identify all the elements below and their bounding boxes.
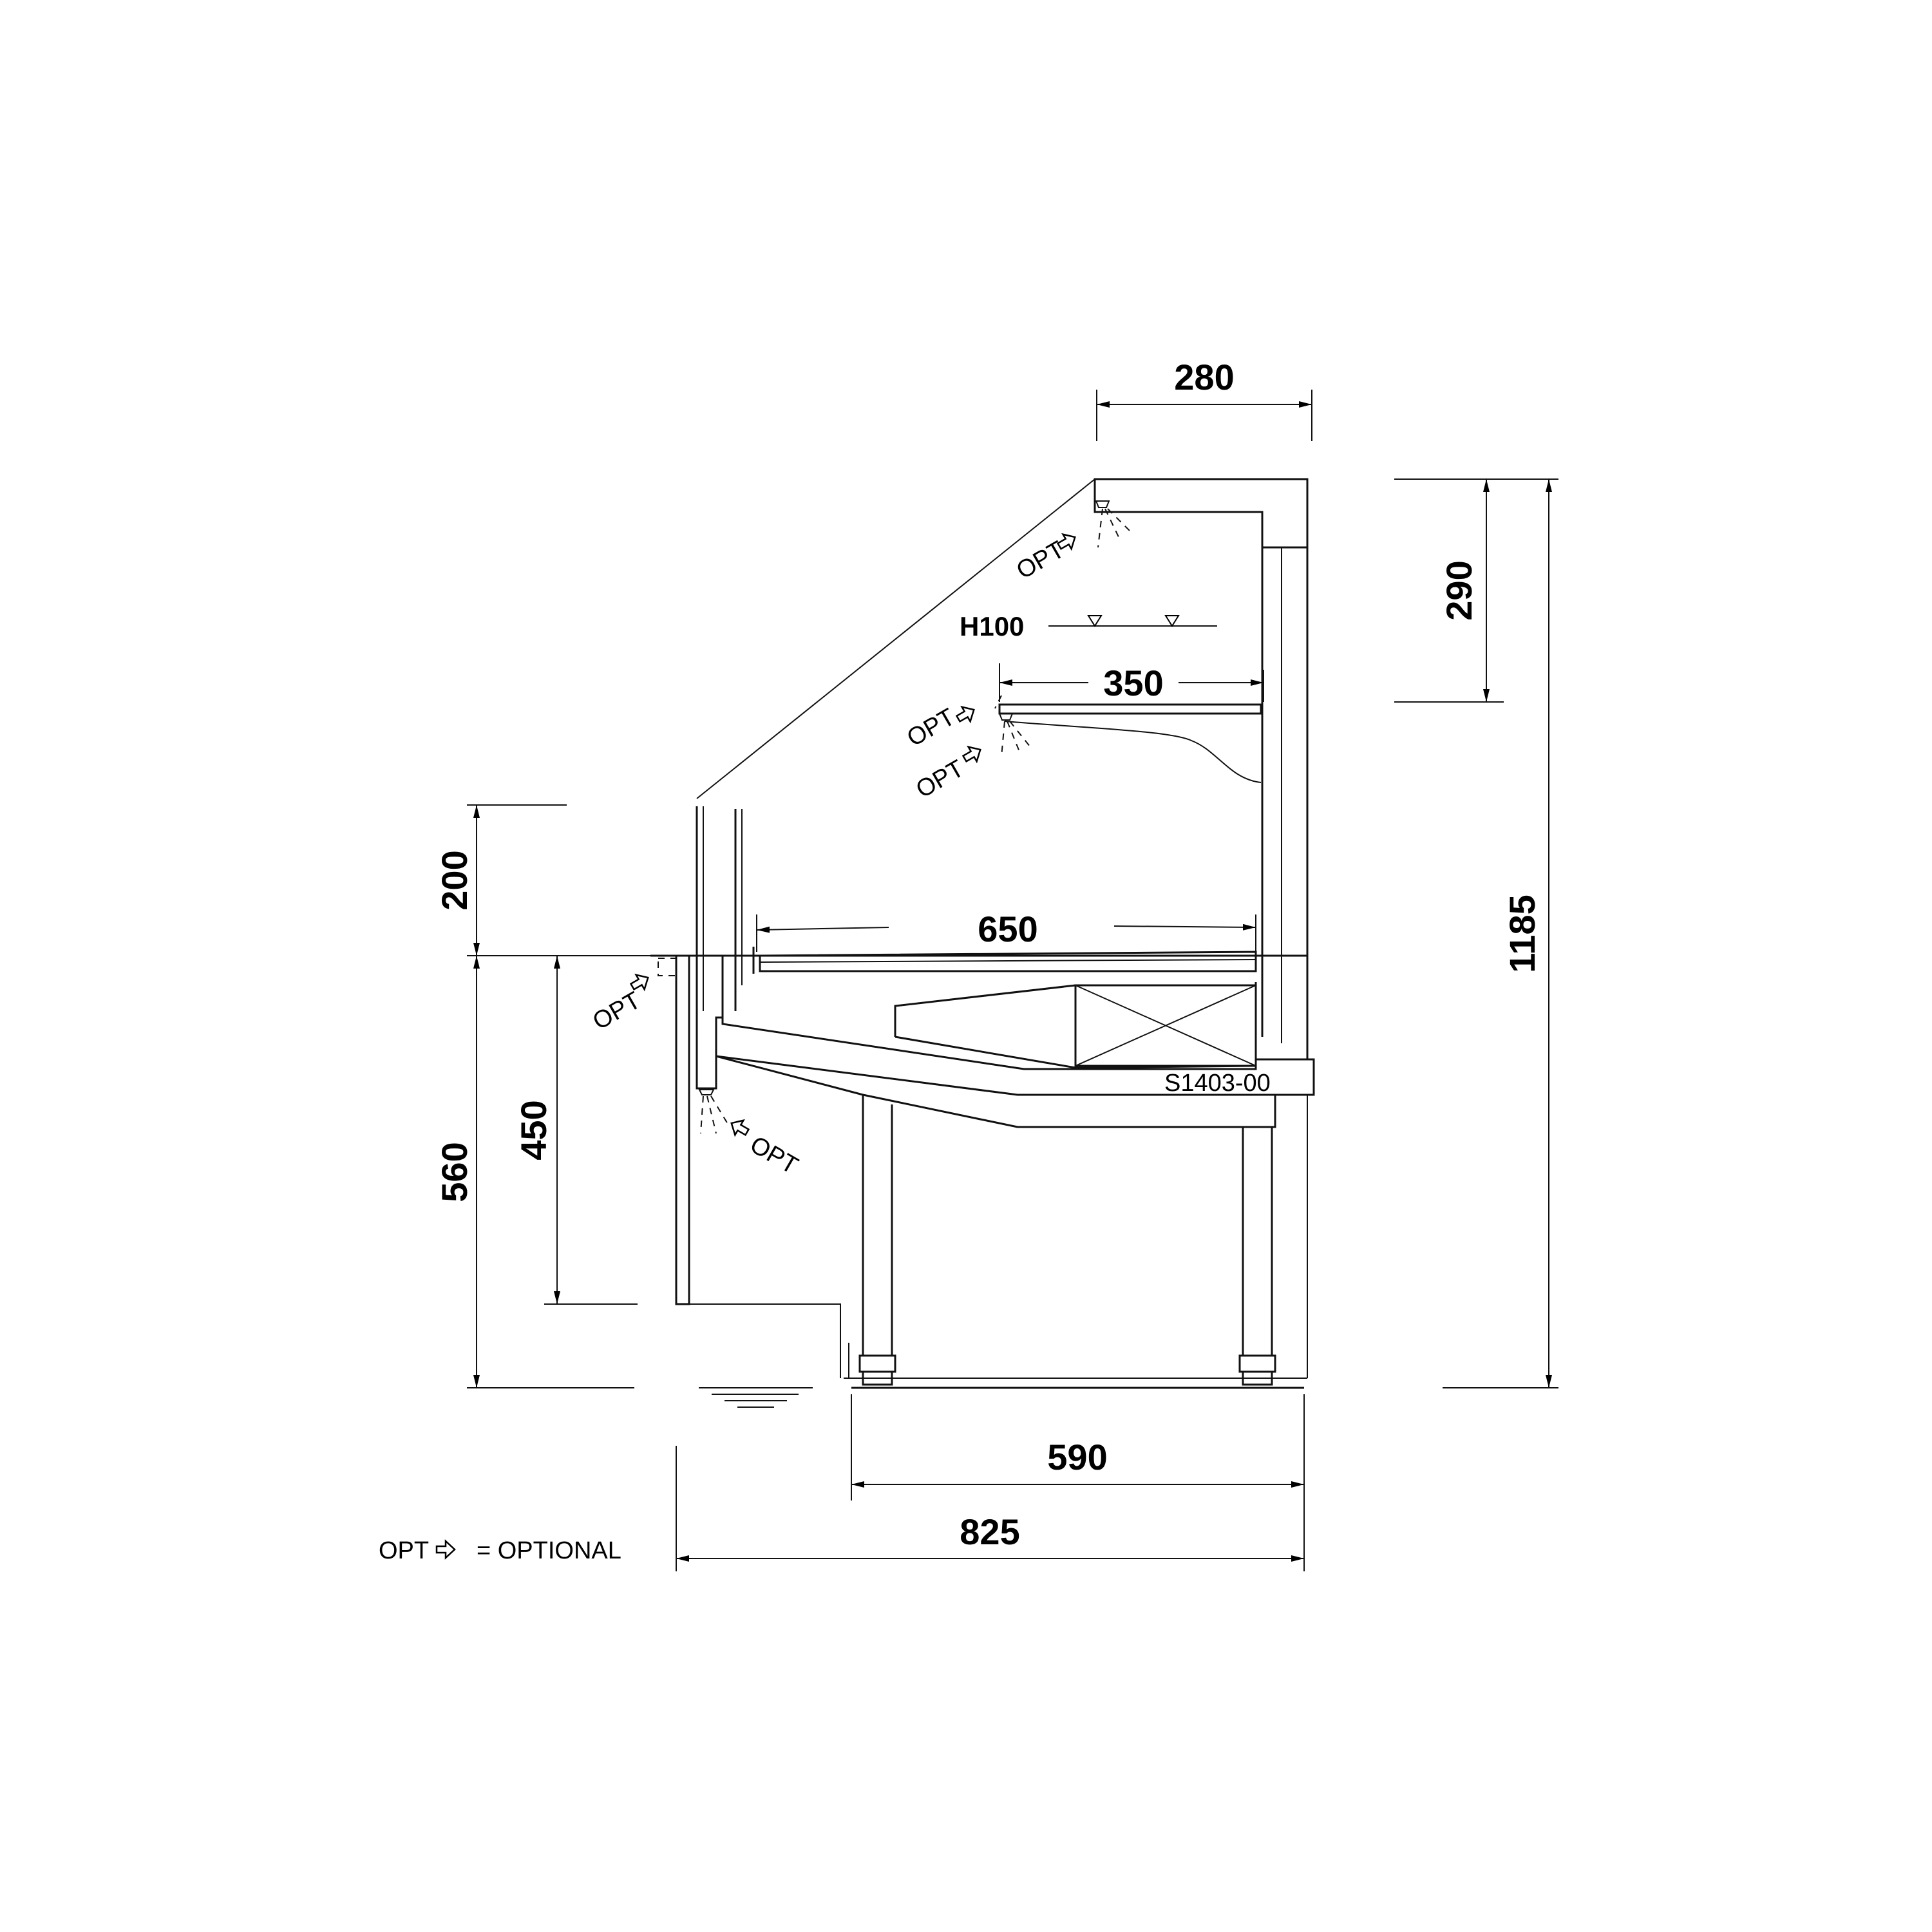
- dim-total-depth: 825: [676, 1446, 1304, 1571]
- dim-top-width-value: 280: [1174, 357, 1234, 397]
- opt-label: OPT: [912, 755, 969, 803]
- triangle-down-icon: [1087, 615, 1103, 627]
- dim-base-depth-value: 590: [1047, 1437, 1107, 1477]
- dim-shelf-depth: 350: [999, 663, 1264, 703]
- dim-front-panel-height: 450: [513, 956, 638, 1305]
- dim-counter-height: 560: [434, 956, 634, 1388]
- triangle-down-icon: [1164, 615, 1180, 627]
- shelf-level-marker: H100: [960, 611, 1217, 641]
- dim-base-depth: 590: [851, 1394, 1305, 1571]
- dim-deck-depth: 650: [756, 909, 1256, 952]
- dim-front-glass-height: 200: [434, 804, 652, 956]
- dim-front-panel-height-value: 450: [513, 1100, 554, 1160]
- dim-deck-depth-value: 650: [978, 909, 1037, 949]
- dim-top-height: 290: [1394, 478, 1504, 703]
- dim-top-width: 280: [1096, 357, 1312, 441]
- dim-total-height-value: 1185: [1502, 895, 1542, 973]
- dim-total-depth-value: 825: [960, 1511, 1019, 1552]
- opt-label: OPT: [589, 987, 646, 1035]
- cabinet-outline: [650, 478, 1315, 1389]
- outline-arrow-right-icon: [435, 1540, 456, 1559]
- dim-top-height-value: 290: [1439, 560, 1479, 620]
- opt-label: OPT: [903, 703, 960, 752]
- ground-hatch-icon: [699, 1387, 813, 1408]
- opt-label: OPT: [746, 1131, 803, 1179]
- dim-counter-height-value: 560: [434, 1142, 475, 1202]
- dim-total-height: 1185: [1443, 478, 1558, 1388]
- model-code: S1403-00: [1164, 1070, 1271, 1097]
- optional-lights: OPT OPT OPT OPT OPT: [589, 500, 1134, 1180]
- legend-text: = OPTIONAL: [477, 1537, 621, 1564]
- dim-front-glass-height-value: 200: [434, 850, 475, 910]
- legend-opt-label: OPT: [379, 1537, 429, 1564]
- legend: OPT = OPTIONAL: [379, 1537, 621, 1564]
- dim-shelf-depth-value: 350: [1103, 663, 1163, 703]
- shelf-level-label: H100: [960, 611, 1024, 641]
